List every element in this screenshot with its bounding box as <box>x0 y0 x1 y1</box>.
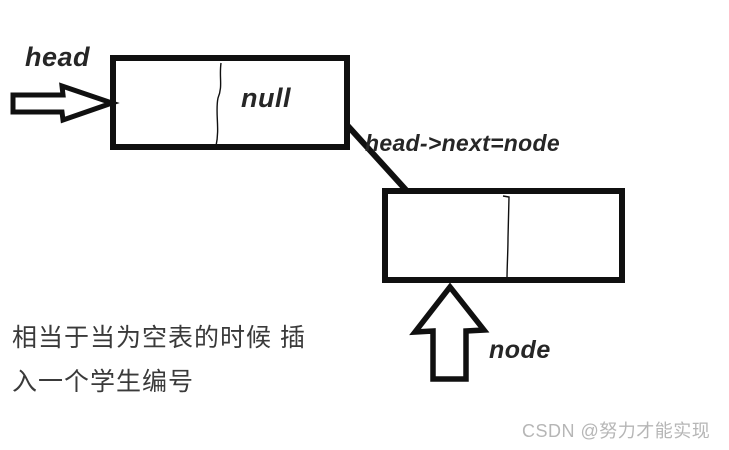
node-box-new <box>382 188 625 283</box>
node-box-new-divider <box>502 195 510 281</box>
caption-line-2: 入一个学生编号 <box>12 368 195 396</box>
connector-line <box>344 122 409 193</box>
node-box-head-divider <box>215 62 222 147</box>
head-arrow-icon <box>10 82 120 124</box>
csdn-watermark: CSDN @努力才能实现 <box>522 421 711 441</box>
null-value-label: null <box>241 83 291 113</box>
node-pointer-label: node <box>489 336 551 364</box>
assignment-label: head->next=node <box>365 130 560 156</box>
head-pointer-label: head <box>25 42 91 72</box>
node-box-head <box>110 55 350 150</box>
caption-line-1: 相当于当为空表的时候 插 <box>12 324 306 352</box>
node-arrow-icon <box>409 282 490 382</box>
